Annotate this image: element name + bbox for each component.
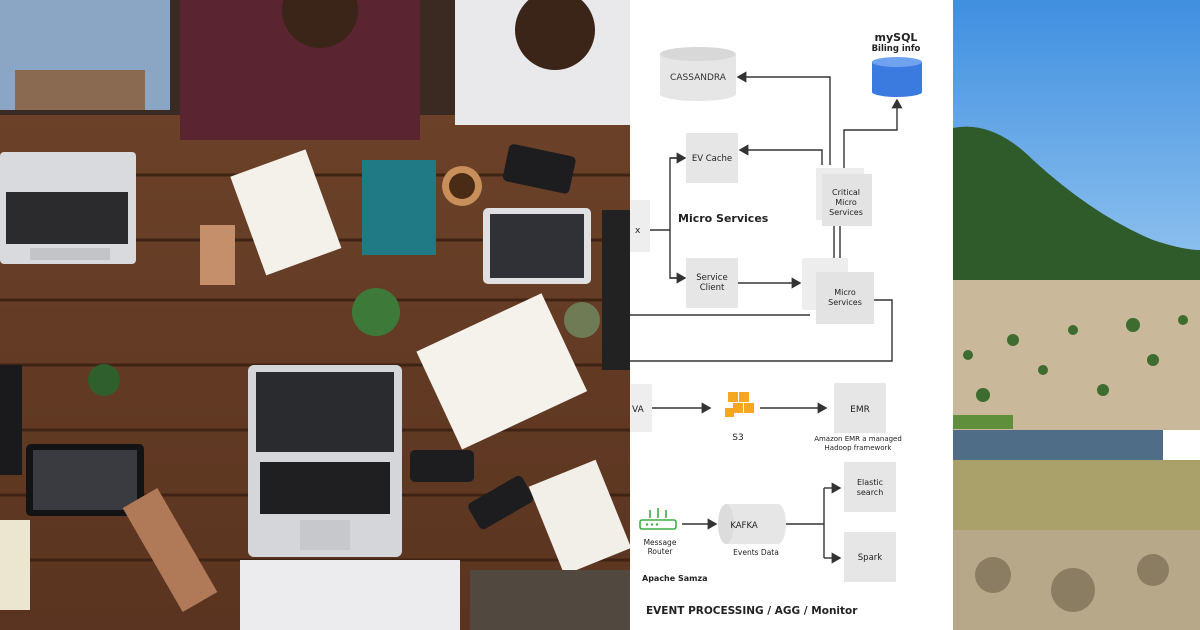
diagram-footer: EVENT PROCESSING / AGG / Monitor (646, 605, 858, 617)
micro-services-line1: Micro (834, 288, 856, 297)
elastic-line2: search (857, 488, 884, 497)
ev-cache-node: EV Cache (686, 133, 738, 183)
message-router-line2: Router (648, 547, 674, 556)
phone-middle (410, 450, 474, 482)
cassandra-node: CASSANDRA (660, 47, 736, 101)
s3-label: S3 (732, 433, 743, 443)
phone-top (502, 144, 576, 194)
service-client-line1: Service (696, 273, 727, 283)
tablet-top (483, 208, 591, 284)
cassandra-label: CASSANDRA (670, 73, 727, 83)
emr-node: EMR Amazon EMR a managed Hadoop framewor… (814, 383, 902, 452)
hillside-lake-photo (953, 0, 1200, 630)
s3-node: S3 (725, 392, 754, 443)
elasticsearch-node: Elastic search (844, 462, 896, 512)
kafka-label: KAFKA (730, 521, 758, 531)
laptop-center (248, 365, 402, 557)
architecture-diagram: CASSANDRA mySQL Biling info EV Cache Cri… (630, 0, 953, 630)
office-table-photo (0, 0, 630, 630)
teal-book (362, 160, 436, 255)
lake (953, 430, 1163, 460)
emr-caption-line2: Hadoop framework (825, 444, 893, 452)
service-client-line2: Client (700, 283, 725, 293)
dry-slope (953, 280, 1200, 430)
elastic-line1: Elastic (857, 478, 883, 487)
events-data-label: Events Data (733, 548, 779, 557)
open-notebook (416, 293, 588, 450)
left-stub-x: x (635, 226, 641, 236)
spiral-notebook (230, 149, 342, 276)
critical-label-line3: Services (829, 208, 863, 217)
critical-micro-services-node: Critical Micro Services (816, 168, 872, 226)
laptop-top-left (0, 152, 136, 264)
plant-center (352, 288, 400, 336)
kafka-node: KAFKA Events Data (718, 504, 786, 557)
spark-label: Spark (858, 553, 882, 563)
emr-label: EMR (850, 405, 870, 415)
service-client-node: Service Client (686, 258, 738, 308)
left-stub-box (630, 200, 650, 252)
va-stub-label: VA (632, 405, 645, 415)
critical-label-line2: Micro (835, 198, 857, 207)
micro-services-node: Micro Services (802, 258, 874, 324)
field (953, 460, 1200, 530)
message-router-line1: Message (644, 538, 677, 547)
forested-hill (953, 126, 1200, 301)
mysql-subtitle: Biling info (872, 44, 921, 54)
mysql-title: mySQL (875, 31, 918, 44)
message-router-node: Message Router (639, 508, 677, 556)
critical-label-line1: Critical (832, 188, 860, 197)
apache-samza-label: Apache Samza (642, 574, 708, 583)
spark-node: Spark (844, 532, 896, 582)
va-stub-box (630, 384, 652, 432)
ev-cache-label: EV Cache (692, 154, 732, 164)
mysql-node: mySQL Biling info (872, 31, 922, 97)
micro-services-heading: Micro Services (678, 212, 769, 225)
emr-caption-line1: Amazon EMR a managed (814, 435, 902, 443)
tablet-bottom-left (26, 444, 144, 516)
micro-services-line2: Services (828, 298, 862, 307)
